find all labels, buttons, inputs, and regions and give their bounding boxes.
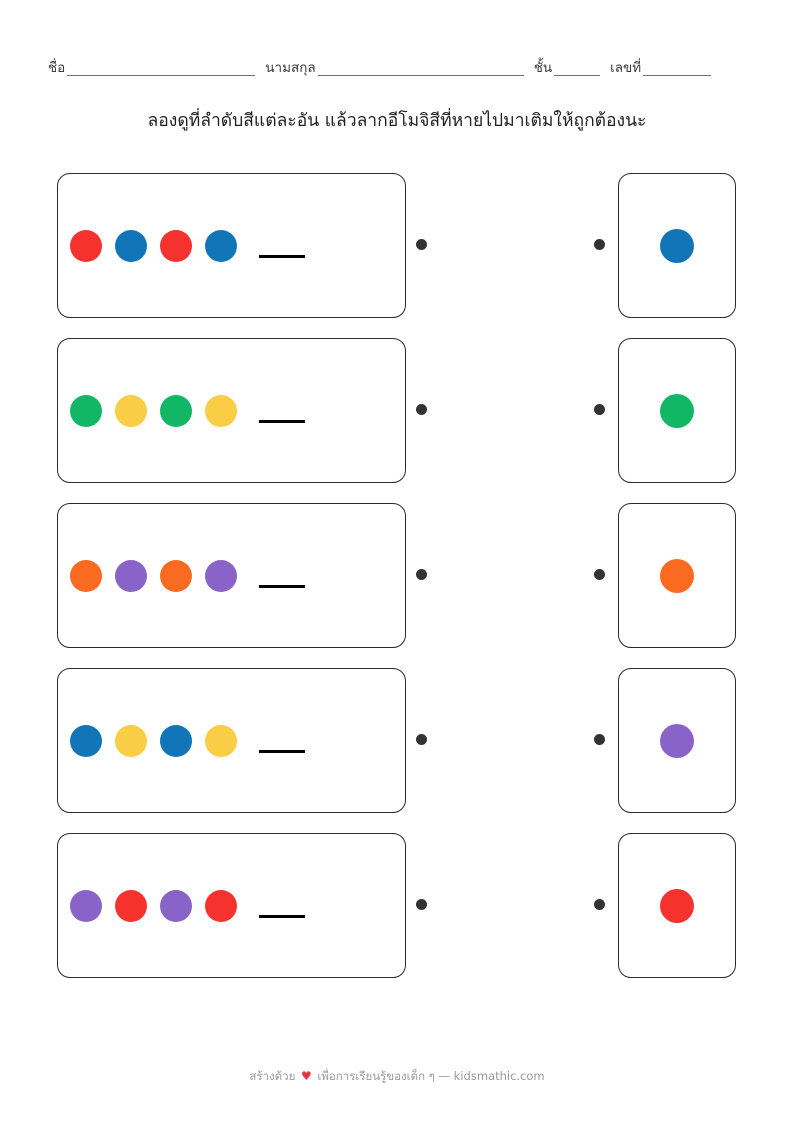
number-label: เลขที่	[610, 60, 642, 76]
answer-blank[interactable]	[259, 420, 305, 423]
number-input-rule[interactable]	[643, 61, 712, 76]
pattern-row	[0, 173, 794, 318]
answer-dot-red	[660, 888, 694, 923]
pattern-dot-blue	[70, 724, 102, 757]
connector-dot-right[interactable]	[594, 899, 605, 910]
pattern-sequence	[70, 833, 305, 978]
pattern-dot-red	[115, 889, 147, 922]
connector-dot-left[interactable]	[416, 899, 427, 910]
answer-card[interactable]	[618, 173, 736, 318]
answer-dot-green	[660, 393, 694, 428]
pattern-dot-purple	[160, 889, 192, 922]
instruction-text: ลองดูที่ลำดับสีแต่ละอัน แล้วลากอีโมจิสีท…	[147, 111, 647, 131]
student-info-line: ชื่อ นามสกุล ชั้น เลขที่	[48, 60, 746, 76]
pattern-dot-orange	[70, 559, 102, 592]
pattern-dot-yellow	[115, 724, 147, 757]
pattern-dot-yellow	[205, 724, 237, 757]
pattern-dot-red	[160, 229, 192, 262]
pattern-dot-blue	[205, 229, 237, 262]
connector-dot-right[interactable]	[594, 569, 605, 580]
connector-dot-left[interactable]	[416, 569, 427, 580]
answer-blank[interactable]	[259, 750, 305, 753]
pattern-row	[0, 668, 794, 813]
exercise-rows	[0, 173, 794, 998]
class-input-rule[interactable]	[554, 61, 601, 76]
answer-blank[interactable]	[259, 255, 305, 258]
connector-dot-right[interactable]	[594, 404, 605, 415]
footer: สร้างด้วย ♥ เพื่อการเรียนรู้ของเด็ก ๆ — …	[0, 1068, 794, 1084]
footer-text-before: สร้างด้วย	[249, 1069, 296, 1083]
pattern-dot-red	[70, 229, 102, 262]
surname-label: นามสกุล	[265, 60, 316, 76]
pattern-dot-purple	[115, 559, 147, 592]
answer-dot-orange	[660, 558, 694, 593]
footer-text-after: เพื่อการเรียนรู้ของเด็ก ๆ — kidsmathic.c…	[317, 1069, 545, 1083]
name-input-rule[interactable]	[67, 61, 256, 76]
pattern-sequence	[70, 668, 305, 813]
heart-icon: ♥	[300, 1069, 312, 1083]
answer-card[interactable]	[618, 503, 736, 648]
pattern-row	[0, 833, 794, 978]
answer-card[interactable]	[618, 833, 736, 978]
pattern-row	[0, 338, 794, 483]
answer-blank[interactable]	[259, 915, 305, 918]
connector-dot-right[interactable]	[594, 734, 605, 745]
pattern-sequence	[70, 173, 305, 318]
answer-dot-blue	[660, 228, 694, 263]
connector-dot-left[interactable]	[416, 404, 427, 415]
pattern-dot-purple	[70, 889, 102, 922]
connector-dot-left[interactable]	[416, 734, 427, 745]
pattern-dot-purple	[205, 559, 237, 592]
pattern-row	[0, 503, 794, 648]
surname-input-rule[interactable]	[317, 61, 524, 76]
pattern-dot-blue	[115, 229, 147, 262]
pattern-dot-red	[205, 889, 237, 922]
answer-card[interactable]	[618, 668, 736, 813]
name-label: ชื่อ	[48, 60, 66, 76]
answer-blank[interactable]	[259, 585, 305, 588]
pattern-dot-yellow	[205, 394, 237, 427]
pattern-dot-green	[160, 394, 192, 427]
answer-card[interactable]	[618, 338, 736, 483]
pattern-dot-green	[70, 394, 102, 427]
class-label: ชั้น	[533, 60, 553, 76]
pattern-sequence	[70, 503, 305, 648]
pattern-sequence	[70, 338, 305, 483]
connector-dot-left[interactable]	[416, 239, 427, 250]
connector-dot-right[interactable]	[594, 239, 605, 250]
pattern-dot-blue	[160, 724, 192, 757]
pattern-dot-yellow	[115, 394, 147, 427]
answer-dot-purple	[660, 723, 694, 758]
pattern-dot-orange	[160, 559, 192, 592]
